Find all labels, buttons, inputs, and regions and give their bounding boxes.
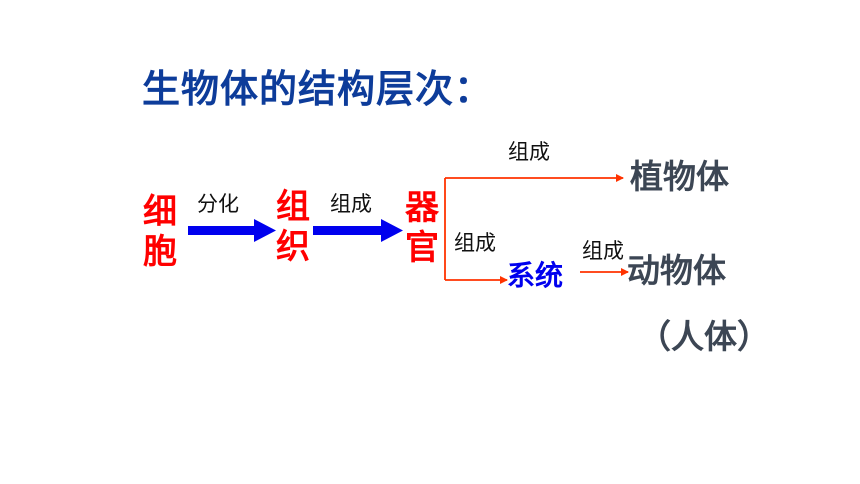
edge-label-differentiation: 分化 [197,192,239,216]
node-human: （人体） [638,317,770,356]
node-system: 系统 [507,259,564,292]
node-organ: 器 官 [402,188,442,268]
node-organ-char-1: 器 [405,188,439,228]
edge-label-system-animal: 组成 [582,239,624,263]
node-organ-char-2: 官 [405,228,439,268]
edge-label-organ-system: 组成 [454,231,496,255]
node-cell-char-1: 细 [143,192,177,232]
node-tissue-char-2: 织 [276,227,310,267]
page-title: 生物体的结构层次： [142,67,494,111]
edge-label-organ-plant: 组成 [508,140,550,164]
arrow-cell-to-tissue [188,219,276,242]
node-animal: 动物体 [627,251,726,290]
node-tissue: 组 织 [273,187,313,267]
node-cell-char-2: 胞 [143,232,177,272]
node-plant: 植物体 [630,157,729,196]
node-cell: 细 胞 [140,192,180,272]
arrow-tissue-to-organ [313,219,403,242]
node-tissue-char-1: 组 [276,187,310,227]
edge-label-tissue-organ: 组成 [330,192,372,216]
